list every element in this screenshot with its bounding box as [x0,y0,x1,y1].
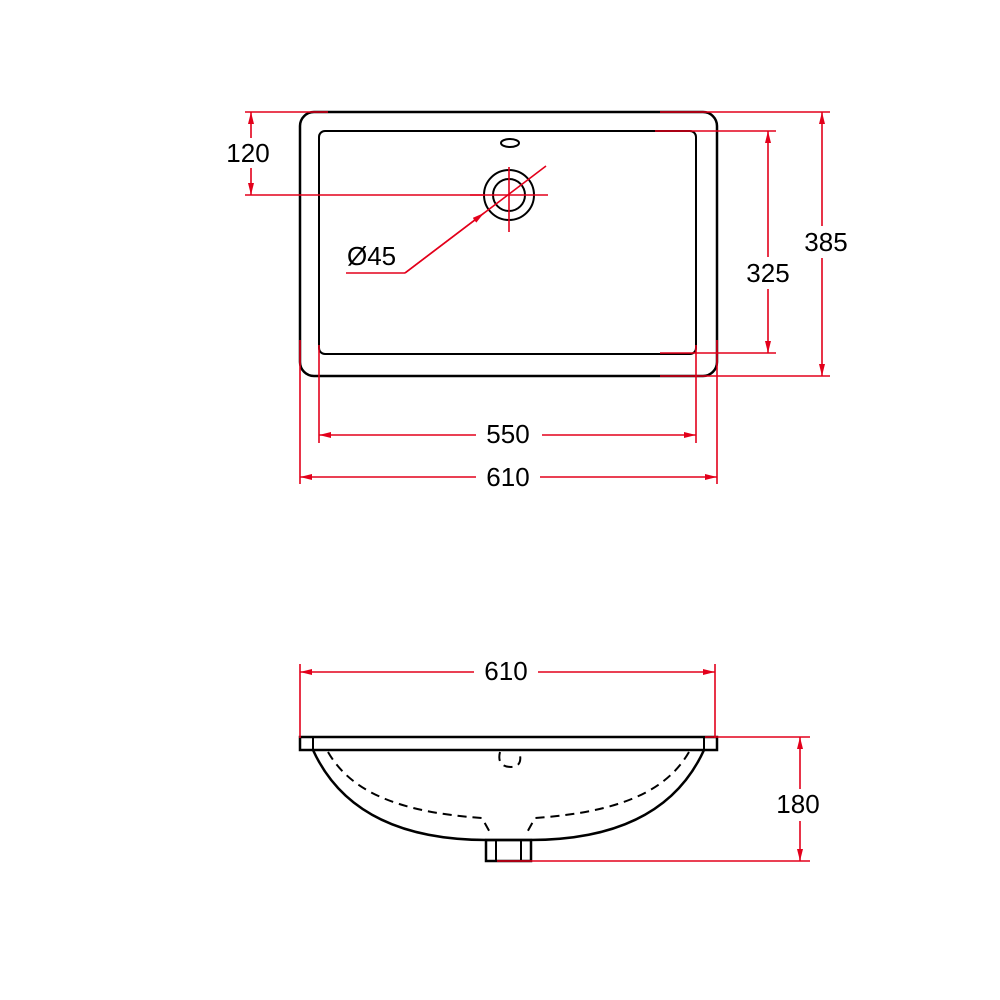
dimension-outer-width: 610 [299,340,718,493]
drain-offset-label: 120 [226,138,269,168]
side-width-label: 610 [484,656,527,686]
dimension-height: 180 [497,736,828,862]
hidden-inner-bowl [327,751,493,837]
dimension-drain-offset: 120 [222,111,484,196]
basin-outer-rim [298,110,719,378]
inner-depth-label: 325 [746,258,789,288]
top-view: 120 Ø45 325 385 [222,110,854,493]
drain-diameter-label: Ø45 [347,241,396,271]
dimension-drain-diameter: Ø45 [346,165,547,274]
overflow-hole [500,138,520,148]
dimension-side-width: 610 [299,656,716,738]
waste-outlet [484,838,533,863]
height-label: 180 [776,789,819,819]
basin-rim-flange [298,735,719,752]
dimension-inner-depth: 325 [655,130,796,354]
side-view: 610 180 [298,656,828,863]
basin-bowl-profile [311,749,706,842]
inner-width-label: 550 [486,419,529,449]
dimension-outer-depth: 385 [660,111,854,377]
outer-width-label: 610 [486,462,529,492]
outer-depth-label: 385 [804,227,847,257]
hidden-overflow [498,751,522,769]
basin-inner-bowl [318,130,697,355]
dimension-inner-width: 550 [318,345,697,451]
